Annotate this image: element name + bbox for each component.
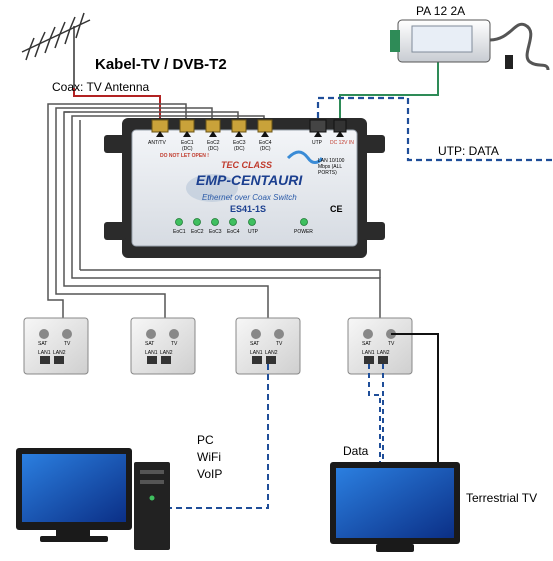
power-cable xyxy=(339,62,439,118)
pc-data-cable xyxy=(164,364,269,509)
wall-plate-4 xyxy=(347,317,413,375)
device-lan-note: LAN 10/100 Mbps (ALL PORTS) xyxy=(318,158,345,176)
utp-data-label: UTP: DATA xyxy=(438,144,499,158)
diagram-title: Kabel-TV / DVB-T2 xyxy=(95,56,227,73)
tv-icon xyxy=(330,462,460,552)
plate2-lan2-label: LAN2 xyxy=(160,350,173,356)
tv-coax-cable xyxy=(391,333,439,470)
globe-icon xyxy=(186,174,238,202)
power-supply-label: PA 12 2A xyxy=(416,4,466,18)
terrestrial-tv-label: Terrestrial TV xyxy=(466,491,538,505)
plate3-lan2-label: LAN2 xyxy=(265,350,278,356)
network-cable-icon xyxy=(286,150,324,164)
led-label-eoc2: EoC2 xyxy=(191,229,204,235)
device-model: ES41-1S xyxy=(230,204,267,214)
coax-antenna-label: Coax: TV Antenna xyxy=(52,80,150,94)
plate3-sat-label: SAT xyxy=(250,341,260,347)
port-label-eoc3-sub: (DC) xyxy=(234,146,245,152)
plate1-lan1-label: LAN1 xyxy=(38,350,51,356)
port-label-eoc1-sub: (DC) xyxy=(182,146,193,152)
plate4-tv-label: TV xyxy=(388,341,395,347)
wifi-label: WiFi xyxy=(197,450,221,464)
port-label-eoc2-sub: (DC) xyxy=(208,146,219,152)
utp-data-cable xyxy=(316,96,553,162)
status-leds xyxy=(175,218,308,226)
led-label-power: POWER xyxy=(294,229,313,235)
port-label-eoc4: EoC4 xyxy=(259,140,272,146)
port-label-utp: UTP xyxy=(312,140,322,146)
device-brand-top: TEC CLASS xyxy=(221,160,273,170)
plate3-lan1-label: LAN1 xyxy=(250,350,263,356)
lan-data-cable-1 xyxy=(368,364,381,470)
plate1-tv-label: TV xyxy=(64,341,71,347)
pc-icon xyxy=(16,448,170,550)
plate2-sat-label: SAT xyxy=(145,341,155,347)
tv-antenna-icon xyxy=(21,12,91,88)
power-supply xyxy=(390,19,550,71)
pc-label: PC xyxy=(197,433,214,447)
device-brand: EMP-CENTAURI xyxy=(196,172,303,188)
port-label-ant-tv: ANT/TV xyxy=(148,140,166,146)
plate3-tv-label: TV xyxy=(276,341,283,347)
antenna-coax-cable xyxy=(73,88,161,118)
wall-plate-1 xyxy=(23,317,89,375)
plate1-sat-label: SAT xyxy=(38,341,48,347)
plate2-tv-label: TV xyxy=(171,341,178,347)
port-label-eoc4-sub: (DC) xyxy=(260,146,271,152)
plate2-lan1-label: LAN1 xyxy=(145,350,158,356)
device-subtitle: Ethernet over Coax Switch xyxy=(202,193,297,202)
device-warning: DO NOT LET OPEN ! xyxy=(160,153,209,159)
led-label-eoc3: EoC3 xyxy=(209,229,222,235)
port-label-dc-in: DC 12V IN xyxy=(330,140,354,146)
plate4-sat-label: SAT xyxy=(362,341,372,347)
coax-cables xyxy=(47,103,381,318)
plate4-lan1-label: LAN1 xyxy=(362,350,375,356)
wall-plate-2 xyxy=(130,317,196,375)
voip-label: VoIP xyxy=(197,467,223,481)
port-label-eoc3: EoC3 xyxy=(233,140,246,146)
led-label-eoc4: EoC4 xyxy=(227,229,240,235)
port-label-eoc2: EoC2 xyxy=(207,140,220,146)
data-label: Data xyxy=(343,444,369,458)
port-arrows xyxy=(156,131,344,137)
port-label-eoc1: EoC1 xyxy=(181,140,194,146)
led-label-eoc1: EoC1 xyxy=(173,229,186,235)
led-label-utp: UTP xyxy=(248,229,258,235)
eoc-switch xyxy=(104,118,385,258)
device-ce-mark: CE xyxy=(330,204,343,214)
plate1-lan2-label: LAN2 xyxy=(53,350,66,356)
plate4-lan2-label: LAN2 xyxy=(377,350,390,356)
